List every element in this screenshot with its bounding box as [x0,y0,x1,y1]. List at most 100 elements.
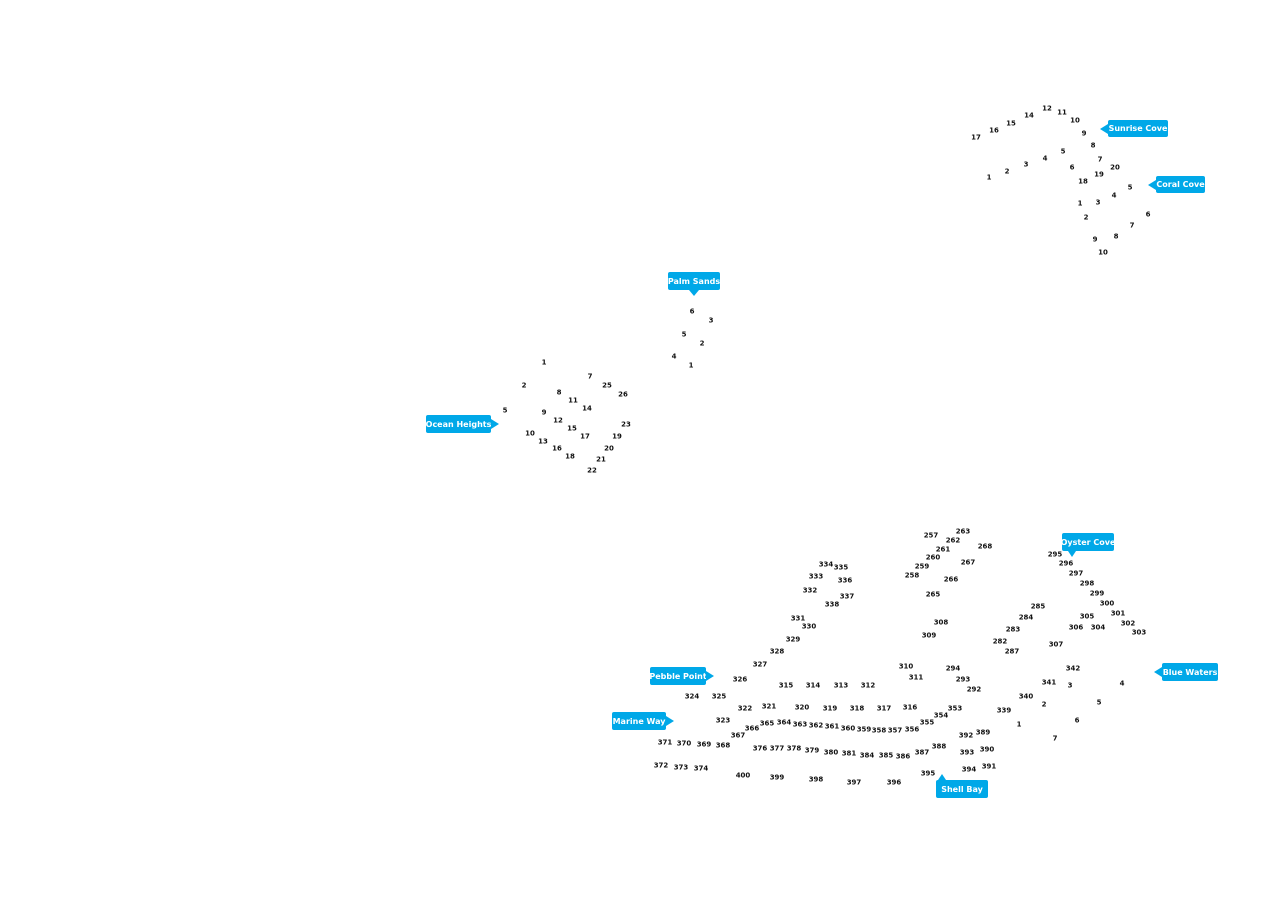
lot-label[interactable]: 5 [1127,183,1133,192]
lot-label[interactable]: 304 [1090,623,1106,632]
lot-label[interactable]: 374 [693,764,709,773]
lot-label[interactable]: 21 [596,455,606,464]
lot-label[interactable]: 4 [1119,679,1125,688]
lot-label[interactable]: 12 [553,416,563,425]
lot-label[interactable]: 398 [808,775,824,784]
lot-label[interactable]: 365 [759,719,775,728]
lot-label[interactable]: 321 [761,702,777,711]
lot-label[interactable]: 2 [1041,700,1047,709]
lot-label[interactable]: 360 [840,724,856,733]
lot-label[interactable]: 8 [1090,141,1096,150]
lot-label[interactable]: 1 [1016,720,1022,729]
lot-label[interactable]: 309 [921,631,937,640]
lot-label[interactable]: 2 [1083,213,1089,222]
lot-label[interactable]: 317 [876,704,892,713]
lot-label[interactable]: 316 [902,703,918,712]
lot-label[interactable]: 338 [824,600,840,609]
lot-label[interactable]: 358 [871,726,887,735]
lot-label[interactable]: 257 [923,531,939,540]
lot-label[interactable]: 13 [538,437,548,446]
lot-label[interactable]: 329 [785,635,801,644]
lot-label[interactable]: 2 [699,339,705,348]
lot-label[interactable]: 371 [657,738,673,747]
lot-label[interactable]: 319 [822,704,838,713]
lot-label[interactable]: 260 [925,553,941,562]
lot-label[interactable]: 283 [1005,625,1021,634]
lot-label[interactable]: 313 [833,681,849,690]
lot-label[interactable]: 7 [1052,734,1058,743]
lot-label[interactable]: 299 [1089,589,1105,598]
lot-label[interactable]: 18 [1078,177,1088,186]
lot-label[interactable]: 357 [887,726,903,735]
lot-label[interactable]: 397 [846,778,862,787]
lot-label[interactable]: 18 [565,452,575,461]
lot-label[interactable]: 342 [1065,664,1081,673]
lot-label[interactable]: 354 [933,711,949,720]
lot-label[interactable]: 367 [730,731,746,740]
lot-label[interactable]: 1 [1077,199,1083,208]
lot-label[interactable]: 285 [1030,602,1046,611]
callout-coral-cove[interactable]: Coral Cove [1156,176,1205,193]
lot-label[interactable]: 14 [582,404,592,413]
lot-label[interactable]: 385 [878,751,894,760]
lot-label[interactable]: 12 [1042,104,1052,113]
lot-label[interactable]: 261 [935,545,951,554]
lot-label[interactable]: 9 [1081,129,1087,138]
lot-label[interactable]: 364 [776,718,792,727]
lot-label[interactable]: 262 [945,536,961,545]
lot-label[interactable]: 20 [1110,163,1120,172]
callout-marine-way[interactable]: Marine Way [612,712,666,730]
lot-label[interactable]: 8 [556,388,562,397]
lot-label[interactable]: 303 [1131,628,1147,637]
callout-palm-sands[interactable]: Palm Sands [668,272,720,290]
lot-label[interactable]: 1 [986,173,992,182]
lot-label[interactable]: 284 [1018,613,1034,622]
lot-label[interactable]: 6 [1074,716,1080,725]
lot-label[interactable]: 312 [860,681,876,690]
lot-label[interactable]: 10 [1098,248,1108,257]
callout-blue-waters[interactable]: Blue Waters [1162,663,1218,681]
lot-label[interactable]: 334 [818,560,834,569]
lot-label[interactable]: 267 [960,558,976,567]
lot-label[interactable]: 400 [735,771,751,780]
lot-label[interactable]: 265 [925,590,941,599]
lot-label[interactable]: 396 [886,778,902,787]
lot-label[interactable]: 287 [1004,647,1020,656]
lot-label[interactable]: 325 [711,692,727,701]
lot-label[interactable]: 318 [849,704,865,713]
lot-label[interactable]: 6 [1145,210,1151,219]
lot-label[interactable]: 391 [981,762,997,771]
lot-label[interactable]: 339 [996,706,1012,715]
lot-label[interactable]: 26 [618,390,628,399]
lot-label[interactable]: 6 [1069,163,1075,172]
lot-label[interactable]: 10 [525,429,535,438]
lot-label[interactable]: 390 [979,745,995,754]
lot-label[interactable]: 1 [688,361,694,370]
lot-label[interactable]: 387 [914,748,930,757]
lot-label[interactable]: 16 [989,126,999,135]
lot-label[interactable]: 356 [904,725,920,734]
lot-label[interactable]: 389 [975,728,991,737]
lot-label[interactable]: 3 [708,316,714,325]
lot-label[interactable]: 295 [1047,550,1063,559]
lot-label[interactable]: 259 [914,562,930,571]
lot-label[interactable]: 323 [715,716,731,725]
lot-label[interactable]: 17 [971,133,981,142]
lot-label[interactable]: 3 [1095,198,1101,207]
lot-label[interactable]: 379 [804,746,820,755]
lot-label[interactable]: 266 [943,575,959,584]
lot-label[interactable]: 300 [1099,599,1115,608]
lot-label[interactable]: 7 [587,372,593,381]
lot-label[interactable]: 327 [752,660,768,669]
lot-label[interactable]: 305 [1079,612,1095,621]
lot-label[interactable]: 301 [1110,609,1126,618]
lot-label[interactable]: 7 [1097,155,1103,164]
lot-label[interactable]: 359 [856,725,872,734]
lot-label[interactable]: 328 [769,647,785,656]
lot-label[interactable]: 377 [769,744,785,753]
lot-label[interactable]: 366 [744,724,760,733]
lot-label[interactable]: 355 [919,718,935,727]
lot-label[interactable]: 310 [898,662,914,671]
lot-label[interactable]: 4 [1042,154,1048,163]
lot-label[interactable]: 324 [684,692,700,701]
